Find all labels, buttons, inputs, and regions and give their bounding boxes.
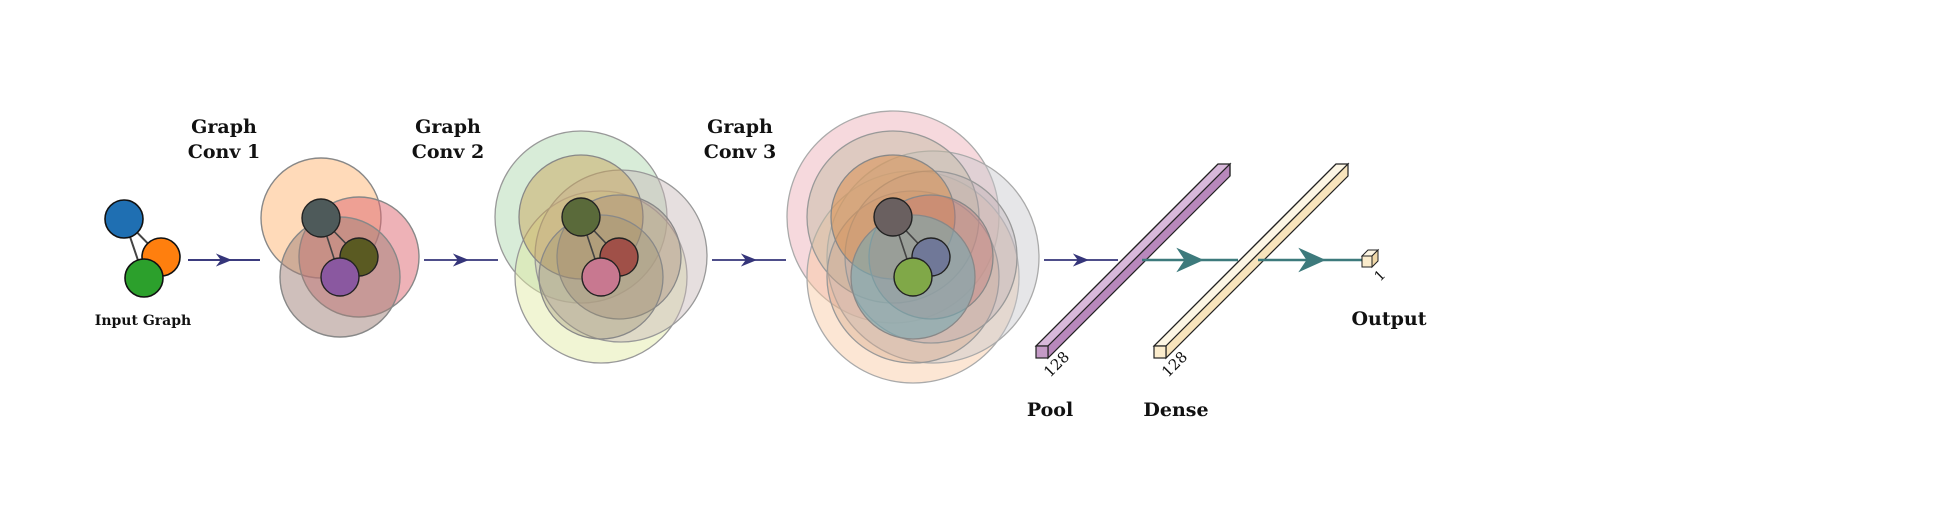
input-graph-label: Input Graph: [95, 313, 191, 329]
conv3-label-line1: Graph: [707, 116, 773, 138]
dense-label: Dense: [1143, 399, 1208, 421]
conv3-label-line2: Conv 3: [704, 141, 776, 163]
node-blue: [104, 199, 144, 239]
dense-layer: [1152, 162, 1350, 360]
conv2-label-line2: Conv 2: [412, 141, 484, 163]
output-dim-label: 1: [1372, 267, 1390, 285]
conv2-node-c: [581, 257, 621, 297]
conv1-node-a: [301, 198, 341, 238]
conv3-receptive-fields: [786, 110, 1040, 384]
node-green: [124, 258, 164, 298]
conv3-node-a: [873, 197, 913, 237]
conv2-node-a: [561, 197, 601, 237]
conv3-node-c: [893, 257, 933, 297]
conv1-label-line2: Conv 1: [188, 141, 260, 163]
pool-layer: [1034, 162, 1232, 360]
output-label: Output: [1351, 308, 1426, 330]
conv1-receptive-fields: [260, 157, 420, 338]
conv1-label-line1: Graph: [191, 116, 257, 138]
input-graph: [104, 199, 181, 298]
conv1-node-c: [320, 257, 360, 297]
output-node: [1360, 248, 1380, 269]
conv2-label-line1: Graph: [415, 116, 481, 138]
conv2-receptive-fields: [494, 130, 708, 364]
pool-label: Pool: [1027, 399, 1073, 421]
